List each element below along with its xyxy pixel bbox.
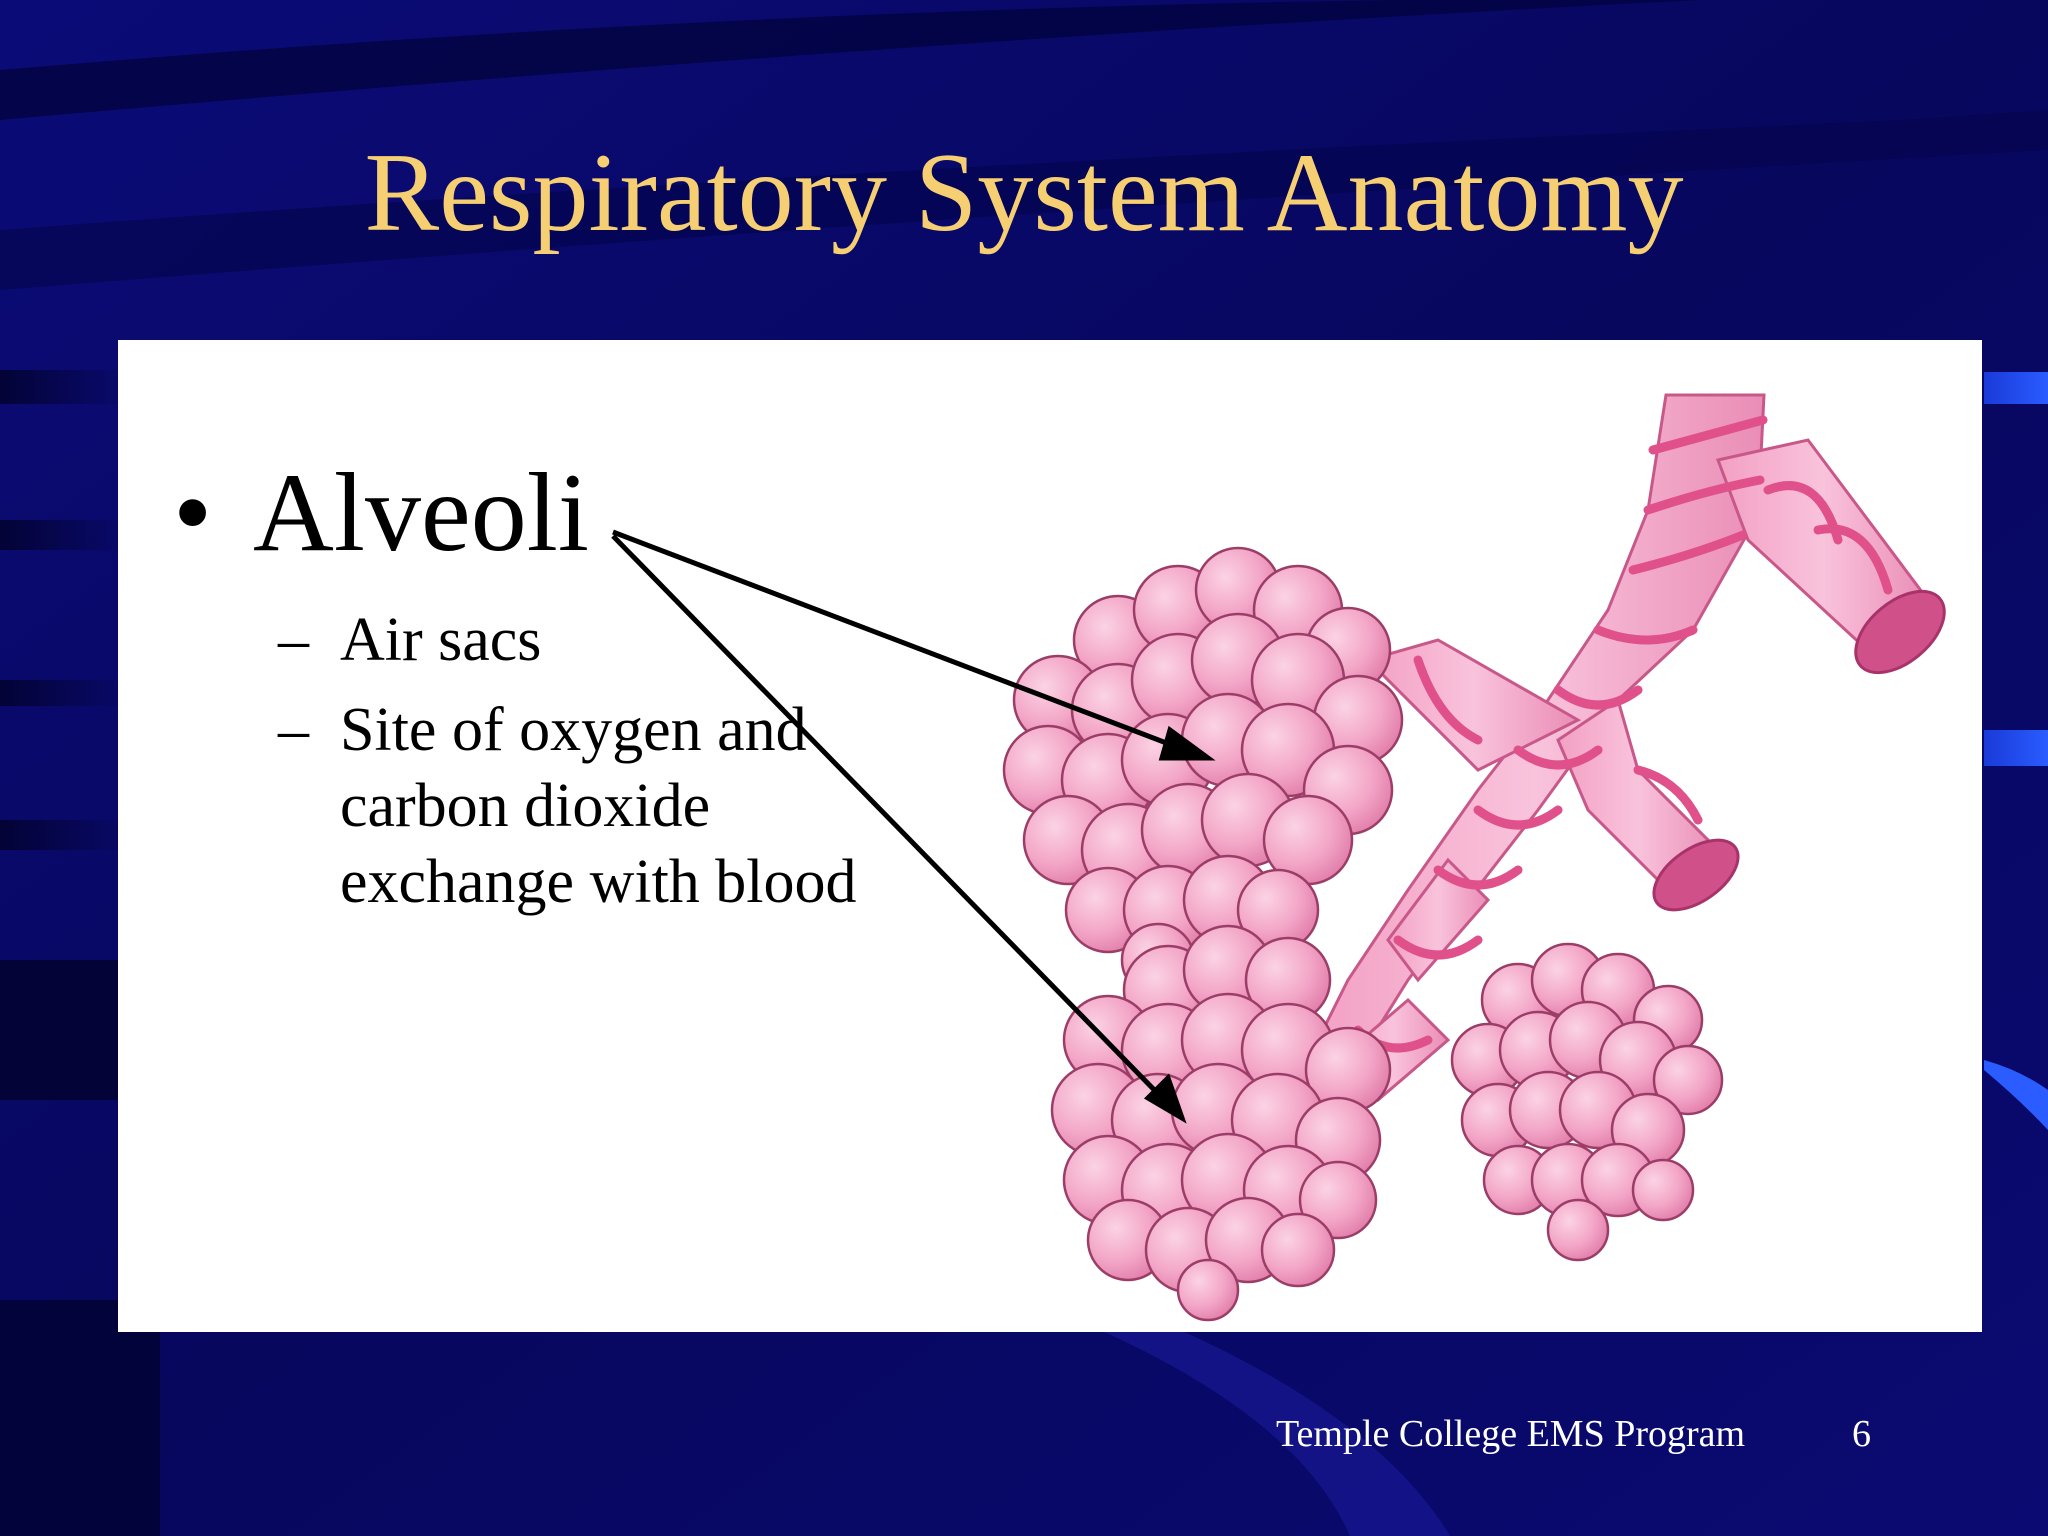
footer-text: Temple College EMS Program <box>1276 1413 1746 1455</box>
content-panel: • Alveoli – Air sacs – Site of oxygen an… <box>118 340 1982 1332</box>
page-number: 6 <box>1852 1413 1871 1455</box>
slide-title: Respiratory System Anatomy <box>364 131 1684 255</box>
dash-glyph: – <box>278 696 309 764</box>
alveoli-cluster-upper <box>1002 546 1404 998</box>
main-bullet-text: Alveoli <box>253 451 589 575</box>
dash-glyph: – <box>278 606 309 674</box>
sub-bullet-text: Air sacs <box>340 606 542 674</box>
alveoli-cluster-lower-right <box>1450 942 1724 1262</box>
alveoli-illustration <box>611 393 1946 1322</box>
bullet-glyph: • <box>173 451 213 575</box>
alveoli-cluster-lower-left <box>1050 924 1392 1322</box>
pointer-arrows <box>611 529 1216 1124</box>
sub-bullet-text: Site of oxygen and carbon dioxide exchan… <box>340 696 857 916</box>
